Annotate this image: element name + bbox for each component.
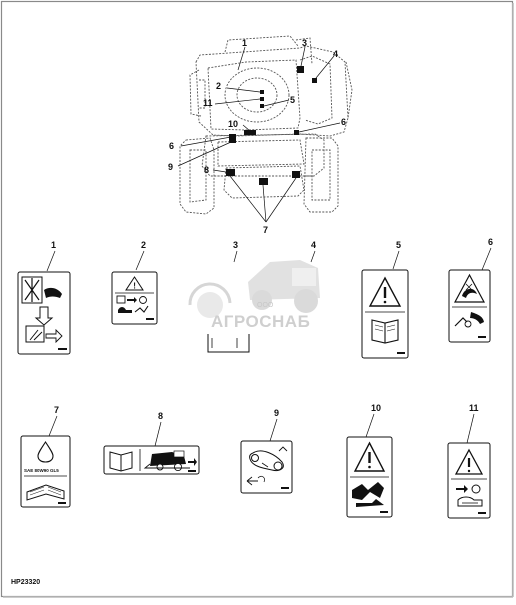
decal-6-number: 6 bbox=[488, 237, 493, 247]
decal-3: 3 bbox=[207, 240, 250, 353]
svg-text:!: ! bbox=[133, 282, 136, 291]
callout-10: 10 bbox=[228, 119, 238, 129]
crush-warning-icon bbox=[352, 482, 384, 507]
sun-gear-icon bbox=[188, 282, 232, 318]
decal-8-number: 8 bbox=[158, 411, 163, 421]
location-mark-7b bbox=[292, 171, 300, 178]
decal-2-number: 2 bbox=[141, 240, 146, 250]
engine-stop-key-icon bbox=[116, 295, 149, 313]
watermark-logo: ООО АГРОСНАБ bbox=[188, 260, 320, 331]
location-mark-4 bbox=[312, 78, 317, 83]
decal-3-number: 3 bbox=[233, 240, 238, 250]
decal-7: 7 SAE 80W90 GL5 bbox=[20, 405, 71, 508]
callout-4: 4 bbox=[333, 49, 338, 59]
callout-6-right: 6 bbox=[341, 117, 346, 127]
oil-drop-icon bbox=[37, 440, 54, 463]
callout-2: 2 bbox=[216, 81, 221, 91]
decal-1: 1 bbox=[17, 240, 71, 355]
decal-4: 4 bbox=[310, 240, 316, 263]
location-mark-3 bbox=[297, 66, 304, 73]
decal-10-number: 10 bbox=[371, 403, 381, 413]
decal-11-number: 11 bbox=[469, 403, 479, 413]
entanglement-warning-icon bbox=[453, 273, 486, 303]
decal-1-number: 1 bbox=[51, 240, 56, 250]
warning-triangle-icon bbox=[353, 441, 386, 472]
callout-7: 7 bbox=[263, 225, 268, 235]
location-mark-2 bbox=[260, 90, 264, 94]
callout-3: 3 bbox=[302, 38, 307, 48]
decal-7-number: 7 bbox=[54, 405, 59, 415]
callout-1: 1 bbox=[242, 38, 247, 48]
warning-triangle-icon bbox=[368, 276, 402, 307]
decal-6: 6 bbox=[448, 237, 493, 343]
decal-location-marks bbox=[226, 66, 317, 185]
decal-10: 10 bbox=[346, 403, 393, 518]
callout-8: 8 bbox=[204, 165, 209, 175]
location-mark-5 bbox=[260, 104, 264, 108]
decal-2: 2 ! bbox=[111, 240, 158, 325]
combine-with-header-icon bbox=[143, 450, 197, 472]
watermark-prefix: ООО bbox=[257, 302, 274, 309]
callout-6-left: 6 bbox=[169, 141, 174, 151]
decal-5-number: 5 bbox=[396, 240, 401, 250]
belt-routing-icon bbox=[246, 446, 288, 486]
decal-5: 5 bbox=[361, 240, 409, 359]
hand-in-fan-warning-icon bbox=[21, 276, 63, 344]
location-mark-8 bbox=[226, 169, 235, 176]
overview-callouts: 1 2 3 4 5 6 6 7 8 9 10 11 bbox=[168, 38, 346, 235]
book-icon bbox=[371, 319, 399, 344]
decal-9-number: 9 bbox=[274, 408, 279, 418]
decal-9: 9 bbox=[240, 408, 293, 494]
open-book-icon bbox=[26, 484, 65, 501]
decal-11: 11 bbox=[447, 403, 491, 519]
key-remove-icon bbox=[456, 484, 483, 507]
watermark-brand: АГРОСНАБ bbox=[211, 312, 310, 331]
decal-8: 8 bbox=[103, 411, 200, 475]
leader-lines bbox=[177, 46, 341, 223]
callout-5: 5 bbox=[290, 95, 295, 105]
combine-rear-view bbox=[179, 35, 353, 215]
callout-9: 9 bbox=[168, 162, 173, 172]
location-mark-10 bbox=[244, 130, 256, 135]
figure-code: HP23320 bbox=[11, 579, 40, 586]
warning-triangle-icon bbox=[454, 448, 484, 475]
location-mark-9 bbox=[229, 134, 236, 143]
book-icon bbox=[109, 451, 133, 472]
combine-harvester-icon bbox=[248, 260, 320, 313]
location-mark-6b bbox=[294, 130, 299, 135]
location-mark-11 bbox=[260, 97, 264, 101]
decal-4-number: 4 bbox=[311, 240, 316, 250]
hand-away-icon bbox=[454, 312, 484, 328]
warning-triangle-icon: ! bbox=[125, 276, 144, 291]
callout-11: 11 bbox=[203, 98, 213, 108]
location-mark-7a bbox=[259, 178, 268, 185]
oil-spec-text: SAE 80W90 GL5 bbox=[24, 468, 59, 473]
